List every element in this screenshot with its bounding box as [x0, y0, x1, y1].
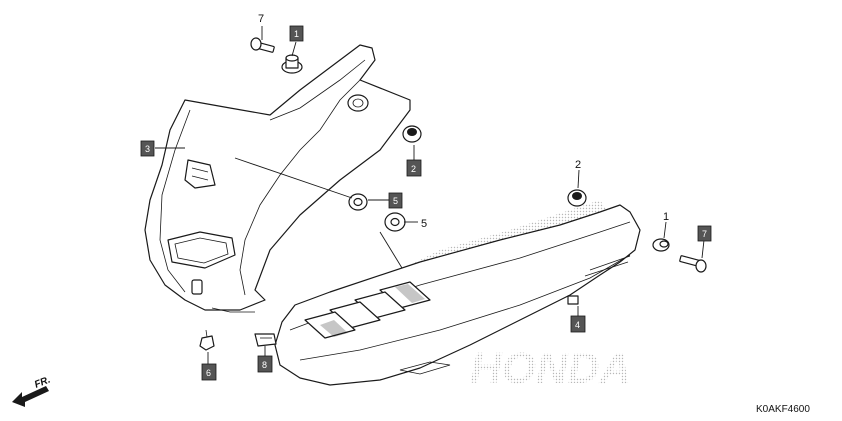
bolt-7-right-icon [679, 255, 707, 273]
callout-4: 4 [570, 315, 586, 333]
callout-7-right: 7 [697, 225, 712, 242]
bolt-7-top-icon [250, 37, 275, 53]
svg-text:4: 4 [575, 320, 580, 330]
callout-5-left: 5 [388, 192, 403, 209]
front-label: FR. [33, 375, 52, 391]
callout-5-right: 5 [421, 218, 427, 230]
upper-cowl-part-3 [144, 44, 411, 313]
collar-1-right-icon [652, 238, 670, 252]
leader-lines [155, 26, 705, 364]
svg-text:2: 2 [575, 159, 581, 171]
grommet-2-left-icon [402, 125, 422, 143]
callout-7-top: 7 [258, 13, 264, 25]
callout-1-top: 1 [289, 25, 304, 42]
washer-5-left-icon [348, 193, 368, 211]
svg-text:1: 1 [294, 29, 299, 39]
collar-1-top-icon [281, 54, 303, 74]
callout-6: 6 [201, 363, 217, 381]
svg-text:8: 8 [262, 360, 267, 370]
callout-8: 8 [257, 355, 273, 373]
callout-3: 3 [140, 140, 155, 157]
svg-text:3: 3 [145, 144, 150, 154]
svg-text:5: 5 [393, 196, 398, 206]
clip-8-icon [254, 333, 277, 347]
svg-text:7: 7 [702, 229, 707, 239]
callout-2-right: 2 [575, 159, 581, 171]
clip-6-icon [199, 329, 215, 351]
watermark-text: HONDA [470, 344, 631, 393]
svg-text:5: 5 [421, 218, 427, 230]
svg-text:6: 6 [206, 368, 211, 378]
callout-2-left: 2 [406, 159, 422, 177]
svg-text:2: 2 [411, 164, 416, 174]
diagram-code: K0AKF4600 [756, 404, 810, 415]
washer-5-right-icon [384, 212, 406, 232]
front-arrow-icon: FR. [12, 375, 52, 407]
svg-text:1: 1 [663, 211, 669, 223]
lower-cowl-part-4 [274, 204, 641, 386]
grommet-2-right-icon [567, 189, 587, 207]
svg-text:7: 7 [258, 13, 264, 25]
callout-1-right: 1 [663, 211, 669, 223]
lower-cowl-vents [304, 281, 431, 339]
